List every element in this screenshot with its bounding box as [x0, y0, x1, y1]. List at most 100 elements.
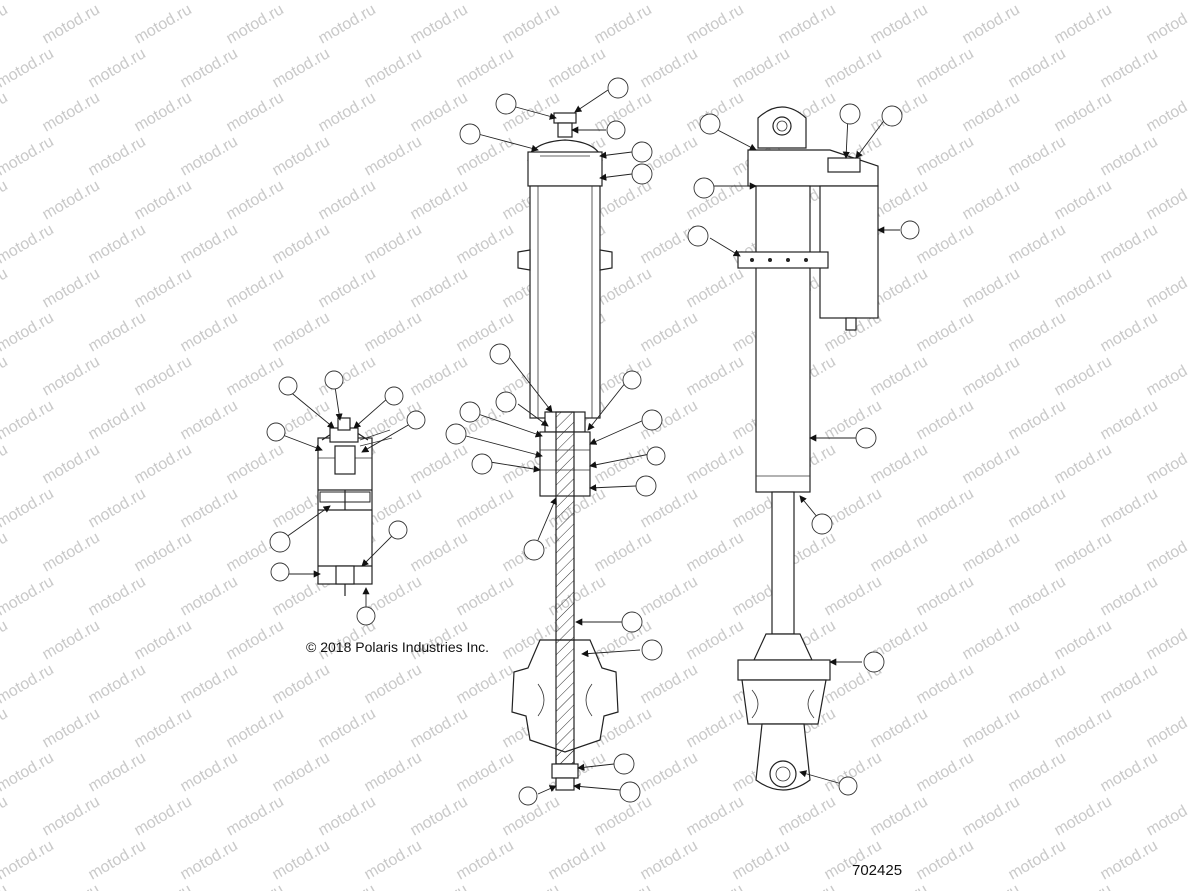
watermark-text: motod.ru [1098, 485, 1161, 531]
callout-marker [613, 753, 635, 775]
watermark-text: motod.ru [638, 661, 701, 707]
watermark-text: motod.ru [638, 573, 701, 619]
watermark-text: motod.ru [224, 441, 287, 487]
watermark-text: motod.ru [960, 617, 1023, 663]
watermark-text: motod.ru [270, 749, 333, 795]
leader-lines [279, 89, 900, 795]
watermark-text: motod.ru [0, 661, 57, 707]
watermark-text: motod.ru [178, 749, 241, 795]
callout-marker [811, 513, 833, 535]
watermark-text: motod.ru [224, 1, 287, 47]
watermark-text: motod.ru [86, 309, 149, 355]
watermark-text: motod.ru [868, 441, 931, 487]
watermark-text: motod.ru [178, 221, 241, 267]
watermark-text: motod.ru [500, 1, 563, 47]
watermark-text: motod.ru [1098, 397, 1161, 443]
watermark-text: motod.ru [960, 353, 1023, 399]
diagram-number: 702425 [852, 862, 903, 879]
watermark-text: motod.ru [454, 661, 517, 707]
watermark-text: motod.ru [0, 397, 57, 443]
watermark-text: motod.ru [684, 441, 747, 487]
watermark-text: motod.ru [86, 45, 149, 91]
watermark-text: motod.ru [638, 309, 701, 355]
watermark-text: motod.ru [684, 881, 747, 891]
watermark-text: motod.ru [0, 573, 57, 619]
watermark-text: motod.ru [684, 705, 747, 751]
watermark-text: motod.ru [224, 89, 287, 135]
watermark-text: motod.ru [1052, 353, 1115, 399]
watermark-text: motod.ru [592, 265, 655, 311]
watermark-text: motod.ru [684, 617, 747, 663]
watermark-text: motod.ru [914, 133, 977, 179]
watermark-text: motod.ru [270, 837, 333, 883]
watermark-text: motod.ru [0, 749, 57, 795]
watermark-text: motod.ru [454, 837, 517, 883]
watermark-text: motod.ru [0, 837, 57, 883]
watermark-text: motod.ru [592, 793, 655, 839]
watermark-text: motod.ru [86, 221, 149, 267]
watermark-text: motod.ru [1144, 1, 1188, 47]
shock-exterior [737, 106, 879, 791]
watermark-text: motod.ru [362, 837, 425, 883]
watermark-text: motod.ru [224, 353, 287, 399]
watermark-text: motod.ru [1052, 881, 1115, 891]
watermark-text: motod.ru [224, 705, 287, 751]
watermark-text: motod.ru [730, 837, 793, 883]
watermark-text: motod.ru [132, 177, 195, 223]
watermark-text: motod.ru [0, 881, 11, 891]
watermark-text: motod.ru [0, 0, 57, 3]
watermark-text: motod.ru [178, 485, 241, 531]
watermark-text: motod.ru [1052, 617, 1115, 663]
callout-marker [631, 163, 653, 185]
callout-marker [881, 105, 903, 127]
watermark-text: motod.ru [0, 617, 11, 663]
watermark-text: motod.ru [362, 45, 425, 91]
watermark-text: motod.ru [1052, 1, 1115, 47]
watermark-text: motod.ru [40, 881, 103, 891]
watermark-text: motod.ru [0, 1, 11, 47]
watermark-text: motod.ru [914, 485, 977, 531]
watermark-text: motod.ru [0, 265, 11, 311]
watermark-text: motod.ru [546, 45, 609, 91]
watermark-text: motod.ru [1144, 441, 1188, 487]
callout-marker [269, 531, 291, 553]
callout-marker [495, 391, 517, 413]
watermark-text: motod.ru [316, 705, 379, 751]
reservoir-cutaway [317, 417, 393, 596]
watermark-text: motod.ru [1052, 177, 1115, 223]
watermark-text: motod.ru [178, 397, 241, 443]
callout-marker [838, 776, 858, 796]
watermark-text: motod.ru [86, 749, 149, 795]
watermark-text: motod.ru [132, 89, 195, 135]
callout-marker [495, 93, 517, 115]
watermark-text: motod.ru [316, 793, 379, 839]
callout-marker [900, 220, 920, 240]
callout-marker [459, 401, 481, 423]
callout-marker [621, 611, 643, 633]
watermark-text: motod.ru [316, 265, 379, 311]
watermark-text: motod.ru [868, 529, 931, 575]
watermark-text: motod.ru [1006, 573, 1069, 619]
watermark-text: motod.ru [224, 881, 287, 891]
watermark-text: motod.ru [638, 837, 701, 883]
watermark-text: motod.ru [40, 177, 103, 223]
callout-marker [518, 786, 538, 806]
watermark-text: motod.ru [638, 749, 701, 795]
watermark-text: motod.ru [0, 309, 57, 355]
watermark-text: motod.ru [776, 1, 839, 47]
callout-marker [622, 370, 642, 390]
watermark-text: motod.ru [960, 881, 1023, 891]
watermark-text: motod.ru [132, 705, 195, 751]
callout-marker [687, 225, 709, 247]
watermark-text: motod.ru [1144, 617, 1188, 663]
watermark-text: motod.ru [40, 89, 103, 135]
callout-marker [356, 606, 376, 626]
watermark-text: motod.ru [960, 89, 1023, 135]
watermark-text: motod.ru [86, 661, 149, 707]
watermark-text: motod.ru [178, 573, 241, 619]
watermark-text: motod.ru [408, 1, 471, 47]
watermark-text: motod.ru [684, 793, 747, 839]
watermark-text: motod.ru [1006, 837, 1069, 883]
watermark-text: motod.ru [40, 617, 103, 663]
callout-marker [646, 446, 666, 466]
